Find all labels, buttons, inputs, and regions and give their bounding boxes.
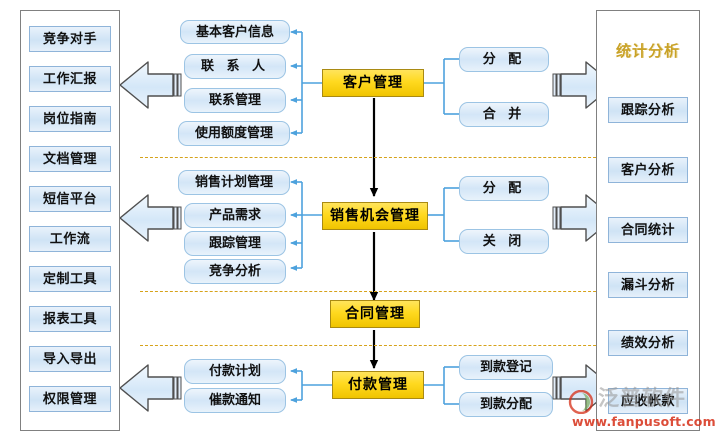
- hub-sales-opportunity-management[interactable]: 销售机会管理: [322, 202, 428, 230]
- sidebar-item-sms-platform[interactable]: 短信平台: [29, 186, 111, 212]
- wires-opportunity: [290, 179, 459, 271]
- node-tracking-management[interactable]: 跟踪管理: [184, 231, 286, 256]
- node-basic-customer-info[interactable]: 基本客户信息: [180, 20, 290, 44]
- node-opportunity-assign[interactable]: 分 配: [459, 176, 549, 201]
- sidebar-item-work-report[interactable]: 工作汇报: [29, 66, 111, 92]
- node-customer-merge[interactable]: 合 并: [459, 102, 549, 127]
- node-sales-plan-management[interactable]: 销售计划管理: [178, 170, 290, 195]
- right-panel-title: 统计分析: [615, 42, 680, 60]
- sidebar-item-competitor[interactable]: 竞争对手: [29, 26, 111, 52]
- sidebar-item-custom-tools[interactable]: 定制工具: [29, 266, 111, 292]
- hub-customer-management[interactable]: 客户管理: [322, 69, 424, 97]
- sidebar-item-workflow[interactable]: 工作流: [29, 226, 111, 252]
- sidebar-item-post-guide[interactable]: 岗位指南: [29, 106, 111, 132]
- node-receipt-allocation[interactable]: 到款分配: [459, 392, 553, 417]
- hub-contract-management[interactable]: 合同管理: [330, 300, 420, 328]
- section-divider-3: [140, 345, 606, 346]
- section-divider-1: [140, 157, 606, 158]
- node-payment-plan[interactable]: 付款计划: [184, 359, 286, 384]
- node-contact-person[interactable]: 联 系 人: [184, 54, 286, 79]
- block-arrow-left-payment: [119, 364, 182, 412]
- stat-item-performance[interactable]: 绩效分析: [608, 330, 688, 356]
- sidebar-item-report-tools[interactable]: 报表工具: [29, 306, 111, 332]
- block-arrow-left-customer: [119, 61, 182, 109]
- stat-item-customer-analysis[interactable]: 客户分析: [608, 157, 688, 183]
- sidebar-item-import-export[interactable]: 导入导出: [29, 346, 111, 372]
- stat-item-receivables[interactable]: 应收帐款: [608, 388, 688, 414]
- node-contact-management[interactable]: 联系管理: [184, 88, 286, 113]
- section-divider-2: [140, 291, 606, 292]
- node-credit-limit-management[interactable]: 使用额度管理: [178, 121, 290, 146]
- hub-payment-management[interactable]: 付款管理: [332, 371, 424, 399]
- node-customer-assign[interactable]: 分 配: [459, 47, 549, 72]
- stat-item-funnel-analysis[interactable]: 漏斗分析: [608, 272, 688, 298]
- node-opportunity-close[interactable]: 关 闭: [459, 229, 549, 254]
- stat-item-contract-stats[interactable]: 合同统计: [608, 217, 688, 243]
- sidebar-item-document-mgmt[interactable]: 文档管理: [29, 146, 111, 172]
- node-competitive-analysis[interactable]: 竞争分析: [184, 259, 286, 284]
- node-product-requirement[interactable]: 产品需求: [184, 203, 286, 228]
- stat-item-tracking-analysis[interactable]: 跟踪分析: [608, 97, 688, 123]
- sidebar-item-permission-mgmt[interactable]: 权限管理: [29, 386, 111, 412]
- block-arrow-left-opportunity: [119, 194, 182, 242]
- wires-payment: [290, 366, 459, 405]
- node-payment-reminder[interactable]: 催款通知: [184, 388, 286, 413]
- node-receipt-registration[interactable]: 到款登记: [459, 355, 553, 380]
- wires-customer: [290, 29, 459, 136]
